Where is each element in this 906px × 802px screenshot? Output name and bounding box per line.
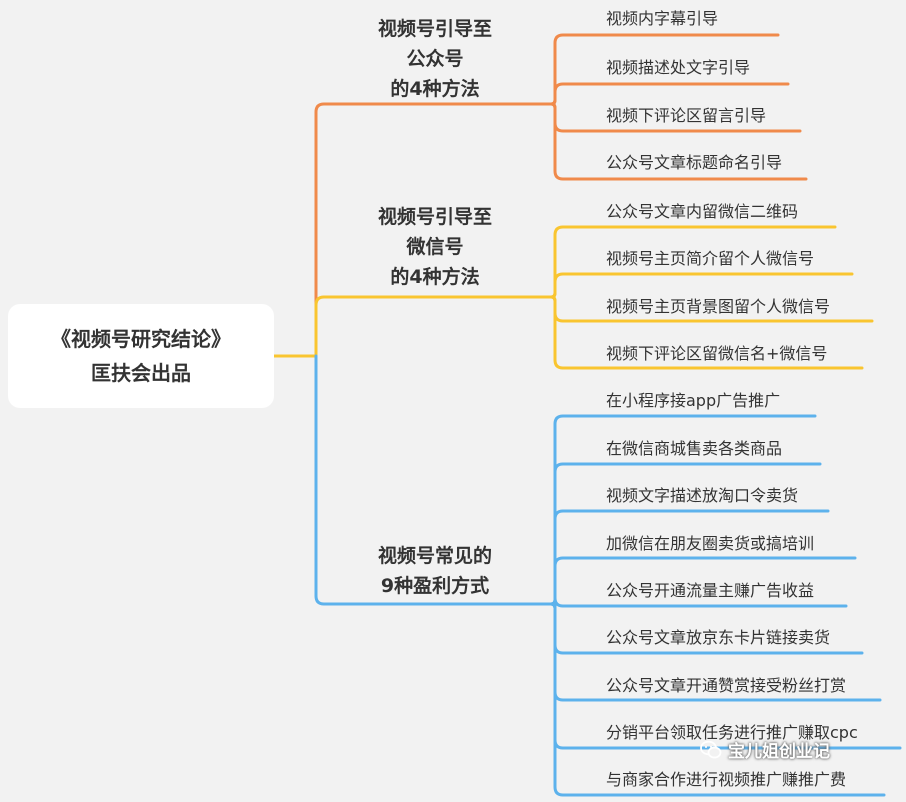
branch-node-profit: 视频号常见的 9种盈利方式 <box>320 541 550 601</box>
leaf-item: 视频号主页背景图留个人微信号 <box>606 297 831 316</box>
branch-1-line-1: 视频号引导至 <box>377 18 492 40</box>
watermark-text: 宝儿姐创业记 <box>728 742 830 762</box>
root-node: 《视频号研究结论》 匡扶会出品 <box>8 304 274 408</box>
wechat-icon <box>700 740 722 758</box>
root-title: 《视频号研究结论》 <box>51 327 231 351</box>
leaf-item: 视频描述处文字引导 <box>606 58 751 77</box>
branch-node-gzh: 视频号引导至 公众号 的4种方法 <box>320 14 550 104</box>
leaf-item: 与商家合作进行视频推广赚推广费 <box>606 770 847 789</box>
leaf-item: 公众号开通流量主赚广告收益 <box>606 581 815 600</box>
branch-3-line-2: 9种盈利方式 <box>380 575 490 597</box>
branch-connector <box>314 295 553 358</box>
leaf-connector <box>549 102 808 181</box>
leaf-item: 公众号文章放京东卡片链接卖货 <box>606 628 831 647</box>
branch-connector <box>314 354 553 606</box>
root-subtitle: 匡扶会出品 <box>91 361 191 385</box>
branch-2-line-3: 的4种方法 <box>390 266 480 288</box>
leaf-item: 视频号主页简介留个人微信号 <box>606 249 815 268</box>
branch-1-line-3: 的4种方法 <box>390 78 480 100</box>
leaf-item: 分销平台领取任务进行推广赚取cpc <box>606 723 858 742</box>
leaf-connector <box>549 272 854 299</box>
leaf-item: 视频下评论区留微信名+微信号 <box>606 344 828 363</box>
leaf-item: 视频文字描述放淘口令卖货 <box>606 486 799 505</box>
branch-3-line-1: 视频号常见的 <box>377 545 492 567</box>
leaf-item: 公众号文章内留微信二维码 <box>606 202 799 221</box>
leaf-connector <box>549 602 886 797</box>
leaf-connector <box>549 295 864 370</box>
branch-1-line-2: 公众号 <box>406 48 464 70</box>
leaf-item: 公众号文章标题命名引导 <box>606 153 783 172</box>
leaf-item: 在微信商城售卖各类商品 <box>606 439 783 458</box>
leaf-connector <box>549 82 790 106</box>
leaf-item: 视频内字幕引导 <box>606 9 719 28</box>
leaf-item: 公众号文章开通赞赏接受粉丝打赏 <box>606 676 847 695</box>
branch-node-wechat: 视频号引导至 微信号 的4种方法 <box>320 202 550 292</box>
leaf-item: 在小程序接app广告推广 <box>606 391 781 410</box>
branch-2-line-2: 微信号 <box>406 236 464 258</box>
branch-connector <box>314 102 553 358</box>
leaf-item: 视频下评论区留言引导 <box>606 106 767 125</box>
leaf-item: 加微信在朋友圈卖货或搞培训 <box>606 534 815 553</box>
watermark: 宝儿姐创业记 <box>700 737 830 762</box>
branch-2-line-1: 视频号引导至 <box>377 206 492 228</box>
